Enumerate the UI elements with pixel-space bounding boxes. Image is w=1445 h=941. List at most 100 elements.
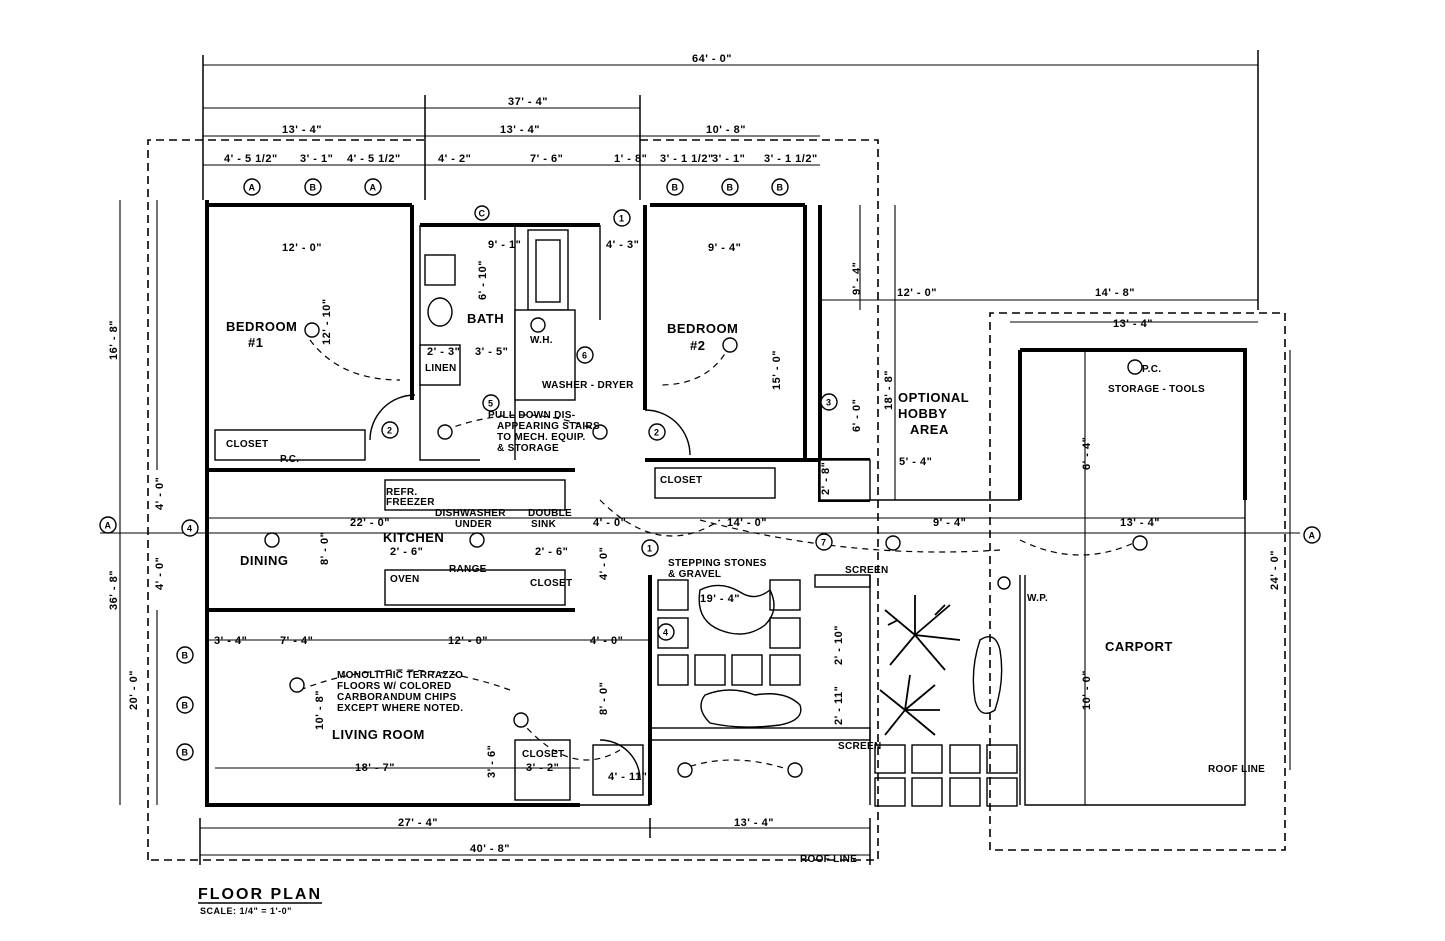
dim-26-a: 2' - 6" xyxy=(390,546,423,558)
marker-c xyxy=(474,205,490,221)
dim-74: 7' - 4" xyxy=(280,635,313,647)
dimension-lines xyxy=(100,50,1300,865)
dim-94: 9' - 4" xyxy=(708,242,741,254)
svg-text:B: B xyxy=(310,183,317,193)
room-bedroom-1-number: #1 xyxy=(248,335,263,350)
dim-140: 14' - 0" xyxy=(727,517,767,529)
dim-26-b: 2' - 6" xyxy=(535,546,568,558)
svg-text:4: 4 xyxy=(187,524,192,534)
marker-b-1 xyxy=(304,178,322,196)
dim-54: 5' - 4" xyxy=(899,456,932,468)
marker-b-4 xyxy=(771,178,789,196)
dim-43: 4' - 3" xyxy=(606,239,639,251)
note-wp: W.P. xyxy=(1027,593,1048,604)
closet-hobby xyxy=(819,459,871,501)
dim-134-patio: 13' - 4" xyxy=(734,817,774,829)
dim-28: 2' - 8" xyxy=(820,462,832,495)
dim-1168: 16' - 8" xyxy=(108,320,120,360)
dim-top-mid: 37' - 4" xyxy=(508,96,548,108)
dim-94-hall: 9' - 4" xyxy=(933,517,966,529)
note-sink: SINK xyxy=(531,519,557,530)
linen-closet xyxy=(419,344,461,386)
dimension-text: 64' - 0" 37' - 4" 13' - 4" 13' - 4" 10' … xyxy=(214,53,1160,855)
roof-line-west xyxy=(147,139,425,860)
note-range: RANGE xyxy=(449,564,487,575)
landscape-trees xyxy=(879,595,961,736)
svg-text:B: B xyxy=(182,701,189,711)
note-pull-down-3: TO MECH. EQUIP. xyxy=(497,432,586,443)
svg-text:7: 7 xyxy=(821,538,826,548)
dim-134-carport: 13' - 4" xyxy=(1120,517,1160,529)
svg-text:A: A xyxy=(370,183,377,193)
dim-40-hall: 4' - 0" xyxy=(593,517,626,529)
roof-line-carport xyxy=(989,312,1286,851)
lavatory xyxy=(424,254,456,286)
dim-108: 10' - 8" xyxy=(314,690,326,730)
dim-120-living: 12' - 0" xyxy=(448,635,488,647)
note-screen-2: SCREEN xyxy=(838,741,881,752)
dim-220: 22' - 0" xyxy=(350,517,390,529)
note-oven: OVEN xyxy=(390,574,420,585)
marker-b-7 xyxy=(176,743,194,761)
room-hobby-line3: AREA xyxy=(910,422,949,437)
drawing-title: FLOOR PLAN xyxy=(198,886,322,903)
note-dishwasher: DISHWASHER xyxy=(435,508,506,519)
svg-text:2: 2 xyxy=(654,428,659,438)
light-fixtures xyxy=(264,317,1148,778)
room-closet-kitchen: CLOSET xyxy=(530,578,572,589)
note-roof-line-1: ROOF LINE xyxy=(800,854,857,865)
interior-lines xyxy=(214,225,871,801)
dim-40-entry: 4' - 0" xyxy=(590,635,623,647)
note-stepping-2: & GRAVEL xyxy=(668,569,721,580)
dim-100: 10' - 0" xyxy=(1081,670,1093,710)
dim-top-a: 13' - 4" xyxy=(282,124,322,136)
drawing-scale: SCALE: 1/4" = 1'-0" xyxy=(200,906,292,916)
dim-36: 3' - 6" xyxy=(486,745,498,778)
dim-18: 1' - 8" xyxy=(614,153,647,165)
note-freezer: FREEZER xyxy=(386,497,435,508)
dim-top-b: 13' - 4" xyxy=(500,124,540,136)
dim-42: 4' - 2" xyxy=(438,153,471,165)
note-pull-down-4: & STORAGE xyxy=(497,443,559,454)
dim-40-west-a: 4' - 0" xyxy=(154,477,166,510)
dim-31-a: 3' - 1" xyxy=(300,153,333,165)
dim-40-v: 4' - 0" xyxy=(598,547,610,580)
dim-120-hobby: 12' - 0" xyxy=(897,287,937,299)
svg-text:A: A xyxy=(249,183,256,193)
dim-240: 24' - 0" xyxy=(1269,550,1281,590)
svg-text:B: B xyxy=(777,183,784,193)
room-kitchen: KITCHEN xyxy=(383,530,444,545)
dim-31-b: 3' - 1" xyxy=(712,153,745,165)
room-hobby-line1: OPTIONAL xyxy=(898,390,969,405)
svg-text:1: 1 xyxy=(619,214,624,224)
marker-a-1 xyxy=(243,178,261,196)
dim-1868: 18' - 8" xyxy=(883,370,895,410)
wall-east-bed2 xyxy=(818,205,870,502)
kitchen-counter-north xyxy=(384,479,566,511)
wall-west xyxy=(205,200,580,807)
window-markers: A B A B B B C B B B A A xyxy=(99,178,1321,761)
room-carport: CARPORT xyxy=(1105,639,1173,654)
door-marker-3 xyxy=(820,393,838,411)
closet-bed2 xyxy=(654,467,776,499)
dim-200: 20' - 0" xyxy=(128,670,140,710)
room-closet-bed1: CLOSET xyxy=(226,439,268,450)
kitchen-counter-south xyxy=(384,569,566,606)
note-under: UNDER xyxy=(455,519,493,530)
room-living: LIVING ROOM xyxy=(332,727,425,742)
dim-94-bed2: 9' - 4" xyxy=(851,262,863,295)
room-closet-living: CLOSET xyxy=(522,749,564,760)
note-pull-down-1: PULL DOWN DIS- xyxy=(488,410,575,421)
dim-211: 2' - 11" xyxy=(833,686,845,725)
svg-text:B: B xyxy=(727,183,734,193)
dim-40-west-b: 4' - 0" xyxy=(154,557,166,590)
room-bedroom-2-number: #2 xyxy=(690,338,705,353)
note-washer-dryer: WASHER - DRYER xyxy=(542,380,634,391)
dim-120-bed1: 12' - 0" xyxy=(282,242,322,254)
svg-text:A: A xyxy=(105,521,112,531)
carport-outline xyxy=(1024,500,1246,806)
door-marker-1a xyxy=(613,209,631,227)
room-linen: LINEN xyxy=(425,363,457,374)
svg-text:C: C xyxy=(479,209,486,219)
